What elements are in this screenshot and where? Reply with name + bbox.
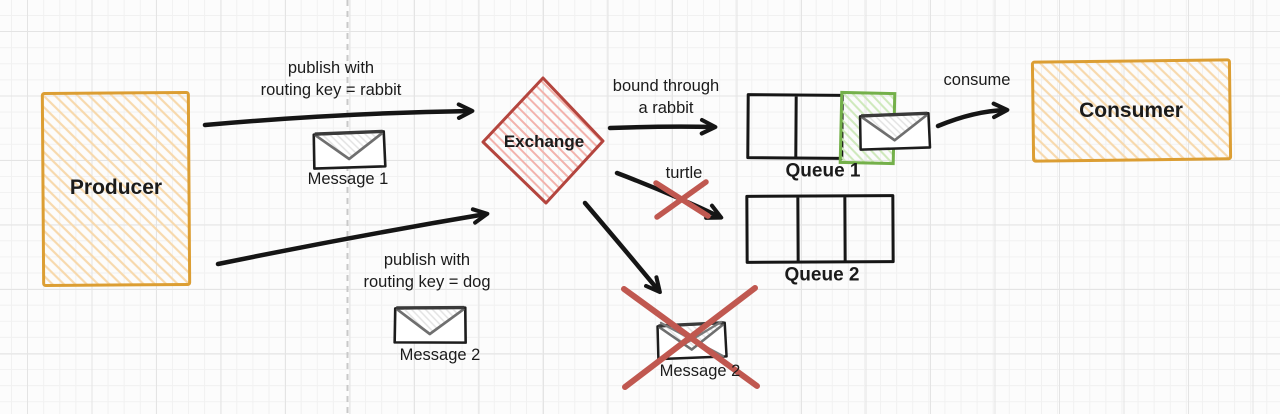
reject-message-arrow bbox=[582, 200, 662, 295]
message1-envelope-icon bbox=[312, 129, 388, 171]
message2-cross-icon bbox=[621, 285, 760, 390]
queue1-box bbox=[746, 93, 844, 160]
queue2-box bbox=[745, 194, 895, 264]
publish-rabbit-arrow bbox=[202, 102, 475, 128]
bound-rabbit-arrow bbox=[607, 117, 718, 136]
publish-dog-arrow bbox=[215, 207, 490, 267]
consumer-box bbox=[1030, 58, 1233, 163]
turtle-cross-icon bbox=[653, 179, 711, 220]
exchange-diamond bbox=[481, 76, 605, 205]
consume-arrow bbox=[935, 101, 1010, 129]
message2-envelope-icon bbox=[392, 304, 468, 346]
producer-box bbox=[40, 91, 192, 287]
queue1-envelope-icon bbox=[858, 111, 932, 152]
